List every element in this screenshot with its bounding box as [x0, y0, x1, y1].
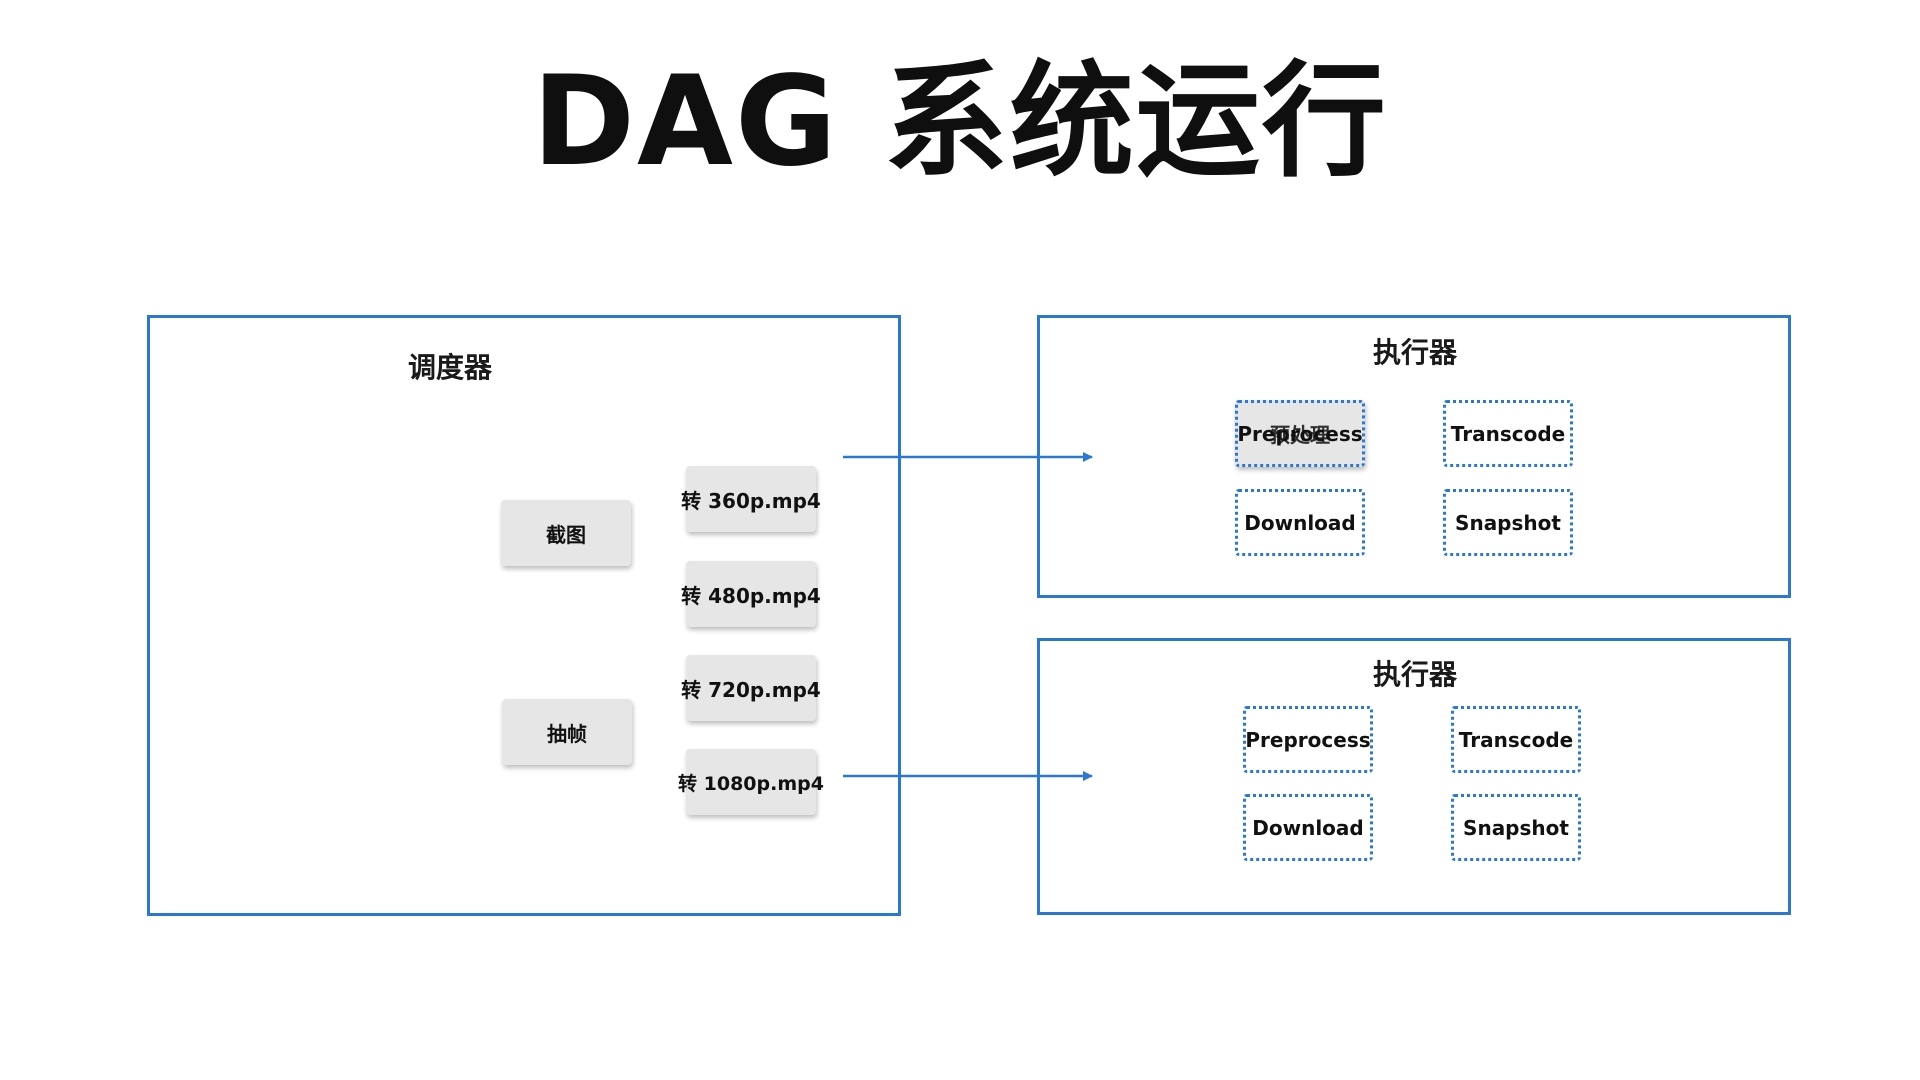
- executor-1-label: 执行器: [1372, 336, 1457, 369]
- slide-title: DAG 系统运行: [532, 50, 1388, 194]
- preprocess-running-label: 预处理: [1270, 423, 1330, 447]
- executor-panel-2: [1037, 638, 1791, 915]
- executor-2-preprocess[interactable]: Preprocess: [1243, 706, 1373, 773]
- executor-2-snapshot[interactable]: Snapshot: [1451, 794, 1581, 861]
- task-transcode-720p[interactable]: 转 720p.mp4: [681, 655, 821, 721]
- task-transcode-1080p[interactable]: 转 1080p.mp4: [678, 749, 824, 815]
- executor-panel-1: [1037, 315, 1791, 598]
- preprocess-label: Preprocess: [1237, 421, 1363, 446]
- executor-1-snapshot[interactable]: Snapshot: [1443, 489, 1573, 556]
- executor-1-preprocess[interactable]: Preprocess 预处理: [1235, 400, 1365, 467]
- task-frame-extract[interactable]: 抽帧: [502, 699, 632, 765]
- executor-2-transcode[interactable]: Transcode: [1451, 706, 1581, 773]
- scheduler-label: 调度器: [407, 351, 492, 384]
- executor-1-download[interactable]: Download: [1235, 489, 1365, 556]
- executor-1-transcode[interactable]: Transcode: [1443, 400, 1573, 467]
- task-transcode-480p[interactable]: 转 480p.mp4: [681, 561, 821, 627]
- task-screenshot[interactable]: 截图: [501, 500, 631, 566]
- executor-2-download[interactable]: Download: [1243, 794, 1373, 861]
- task-transcode-360p[interactable]: 转 360p.mp4: [681, 466, 821, 532]
- executor-2-label: 执行器: [1372, 658, 1457, 691]
